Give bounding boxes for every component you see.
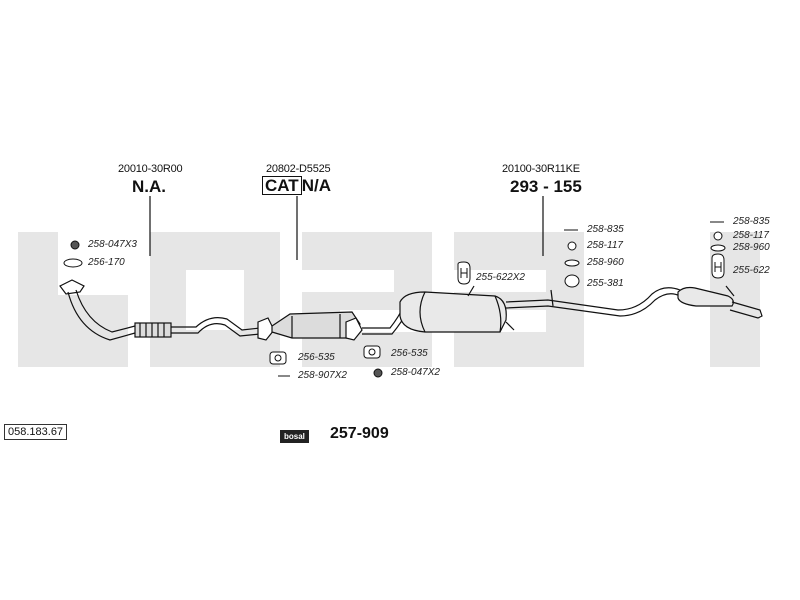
rubber-mount-icon xyxy=(564,274,580,288)
rear-part-label: 293 - 155 xyxy=(510,177,582,196)
nut-icon xyxy=(70,240,80,250)
center-muffler xyxy=(399,291,507,333)
washer-icon xyxy=(567,241,577,251)
kit-part-number: 257-909 xyxy=(330,425,389,442)
cat-badge: CAT xyxy=(262,176,302,195)
hanger-icon-2 xyxy=(711,253,725,279)
bosal-logo-tag: bosal xyxy=(280,426,309,444)
catalog-number: 058.183.67 xyxy=(4,424,68,440)
cat-oem-code: 20802-D5525 xyxy=(266,163,331,175)
rear-oem-code: 20100-30R11KE xyxy=(502,163,580,175)
tail-pipe xyxy=(505,293,681,317)
gasket-ring-icon xyxy=(63,258,83,268)
part-label: 255-622 xyxy=(733,265,770,276)
part-label: 258-047X2 xyxy=(391,367,440,378)
part-label: 258-907X2 xyxy=(298,370,347,381)
front-flange xyxy=(59,279,85,295)
rear-muffler xyxy=(677,286,734,307)
part-label: 256-170 xyxy=(88,257,125,268)
part-label: 258-047X3 xyxy=(88,239,137,250)
part-label: 256-535 xyxy=(391,348,428,359)
front-pipe xyxy=(67,291,136,341)
part-label: 258-960 xyxy=(587,257,624,268)
part-label: 258-117 xyxy=(733,230,769,241)
flex-joint xyxy=(134,322,172,338)
washer-icon-2 xyxy=(713,231,723,241)
part-label: 258-835 xyxy=(587,224,624,235)
part-label: 255-622X2 xyxy=(476,272,525,283)
bosal-logo-text: bosal xyxy=(280,430,309,443)
nut-icon-2 xyxy=(373,368,383,378)
front-pipe-middle xyxy=(171,323,261,337)
part-label: 258-117 xyxy=(587,240,623,251)
clamp-icon xyxy=(564,259,580,267)
front-oem-label: N.A. xyxy=(132,177,166,196)
part-label: 258-835 xyxy=(733,216,770,227)
part-label: 255-381 xyxy=(587,278,624,289)
part-label: 256-535 xyxy=(298,352,335,363)
front-oem-code: 20010-30R00 xyxy=(118,163,183,175)
part-label: 258-960 xyxy=(733,242,770,253)
clamp-icon-2 xyxy=(710,244,726,252)
cat-na-label: N/A xyxy=(301,176,331,195)
